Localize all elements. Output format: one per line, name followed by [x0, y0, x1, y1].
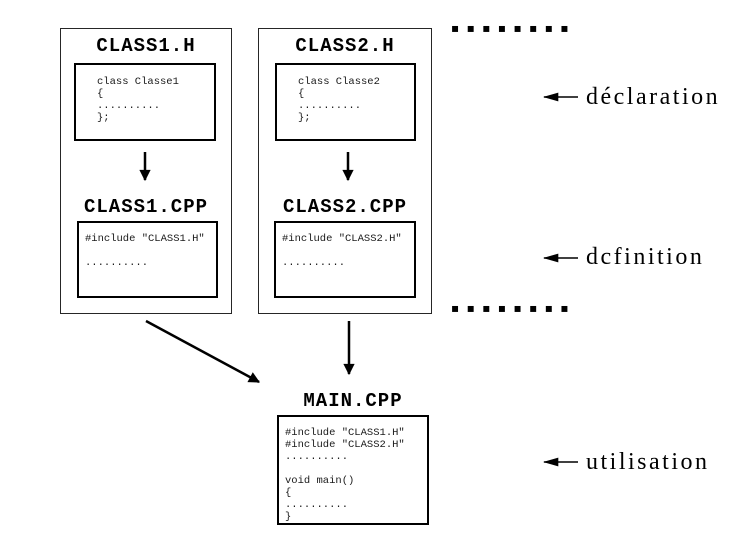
main-cpp-title: MAIN.CPP — [303, 390, 403, 412]
annotation-declaration: déclaration — [586, 84, 721, 110]
class1-module-box: CLASS1.H class Classe1 { .......... }; C… — [60, 28, 232, 314]
class2-h-title: CLASS2.H — [295, 35, 395, 57]
class1-h-code-box: class Classe1 { .......... }; — [74, 63, 216, 141]
class2-cpp-code-box: #include "CLASS2.H" .......... — [274, 221, 416, 298]
class2-cpp-title: CLASS2.CPP — [282, 196, 408, 218]
class2-module-box: CLASS2.H class Classe2 { .......... }; C… — [258, 28, 432, 314]
main-cpp-code-box: #include "CLASS1.H" #include "CLASS2.H" … — [277, 415, 429, 525]
ellipsis-bottom: ▪▪▪▪▪▪▪▪ — [451, 301, 577, 315]
class1-cpp-title: CLASS1.CPP — [83, 196, 209, 218]
annotation-utilisation: utilisation — [586, 449, 710, 475]
ellipsis-top: ▪▪▪▪▪▪▪▪ — [451, 21, 577, 35]
class1-h-title: CLASS1.H — [96, 35, 196, 57]
class1-cpp-code-box: #include "CLASS1.H" .......... — [77, 221, 218, 298]
annotation-definition: dcfinition — [586, 244, 705, 270]
class2-h-code-box: class Classe2 { .......... }; — [275, 63, 416, 141]
arrow-class1-to-main — [145, 319, 260, 384]
